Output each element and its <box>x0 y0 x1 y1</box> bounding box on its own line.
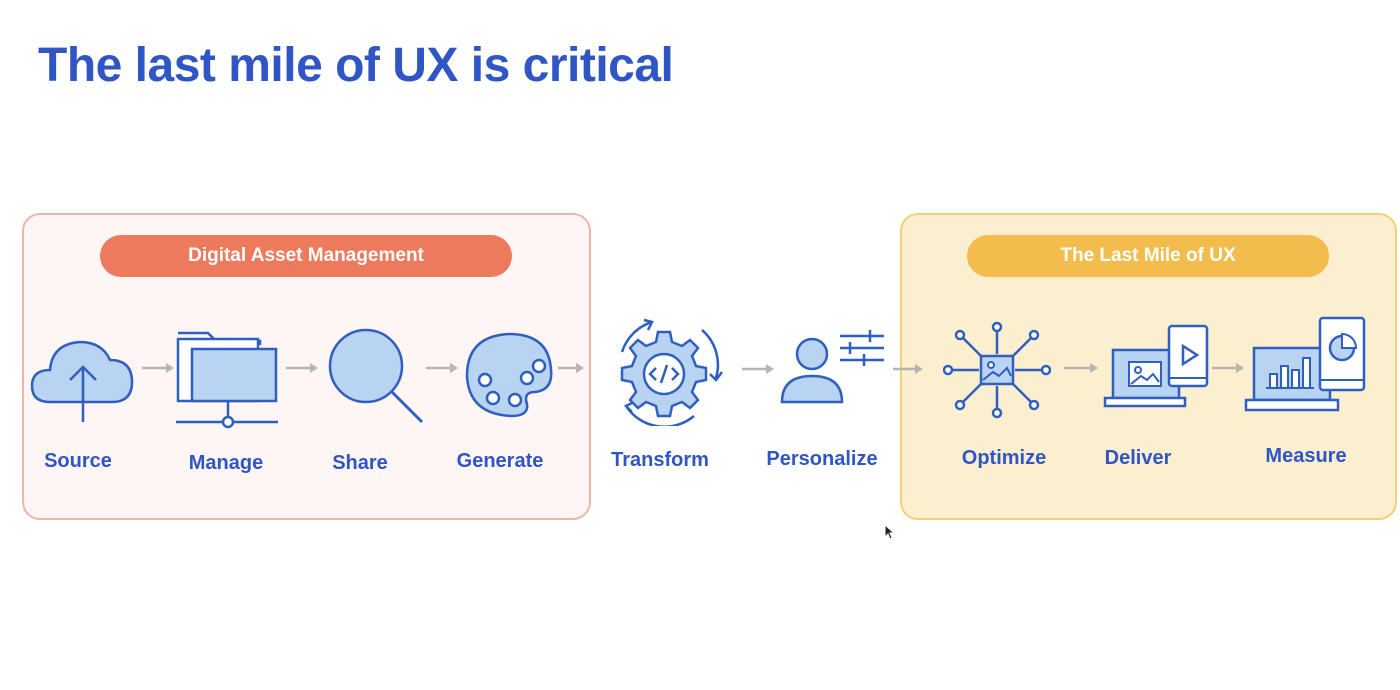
arrow-generate-transform <box>558 363 584 373</box>
image-network-icon <box>943 321 1051 419</box>
palette-icon <box>465 332 553 418</box>
arrow-share-generate <box>426 363 458 373</box>
step-label-personalize: Personalize <box>766 448 878 470</box>
mouse-cursor-icon <box>884 524 896 540</box>
arrow-personalize-optimize <box>893 364 923 374</box>
step-label-measure: Measure <box>1265 445 1347 467</box>
magnifier-icon <box>328 328 424 424</box>
arrow-transform-personalize <box>742 364 774 374</box>
laptop-chart-icon <box>1244 316 1366 412</box>
step-label-share: Share <box>332 452 388 474</box>
cloud-upload-icon <box>30 340 134 422</box>
arrow-manage-share <box>286 363 318 373</box>
step-label-deliver: Deliver <box>1104 447 1172 469</box>
user-sliders-icon <box>780 330 884 404</box>
page-title: The last mile of UX is critical <box>38 39 674 92</box>
step-label-generate: Generate <box>456 450 544 472</box>
step-label-manage: Manage <box>188 452 264 474</box>
step-label-optimize: Optimize <box>961 447 1047 469</box>
arrow-optimize-deliver <box>1064 363 1098 373</box>
folder-network-icon <box>176 331 278 429</box>
step-label-source: Source <box>44 450 112 472</box>
gear-code-icon <box>620 318 723 426</box>
step-label-transform: Transform <box>611 449 709 471</box>
dam-pill: Digital Asset Management <box>100 235 512 277</box>
arrow-source-manage <box>142 363 174 373</box>
arrow-deliver-measure <box>1212 363 1244 373</box>
last-mile-pill: The Last Mile of UX <box>967 235 1329 277</box>
laptop-phone-icon <box>1103 324 1209 408</box>
